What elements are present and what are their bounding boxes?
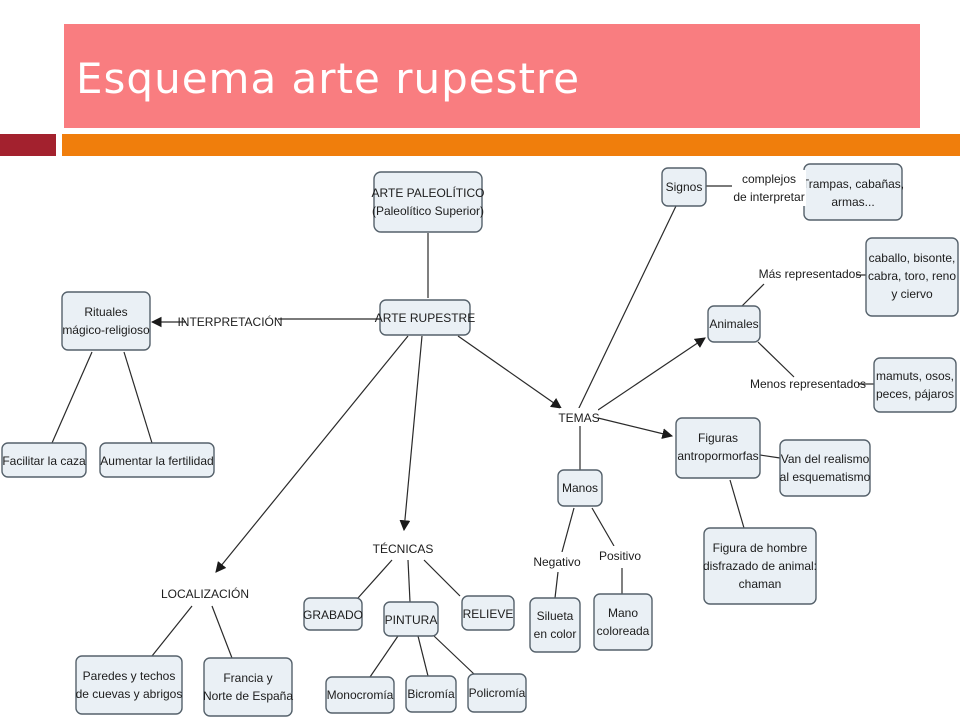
label-negativo: Negativo: [533, 555, 581, 569]
node-van-del: Van del realismo al esquematismo: [779, 439, 871, 497]
node-relieve: RELIEVE: [461, 595, 515, 631]
node-silueta-line2: en color: [534, 627, 577, 641]
node-paredes: Paredes y techos de cuevas y abrigos: [75, 655, 183, 715]
node-aumentar-fertilidad: Aumentar la fertilidad: [99, 442, 215, 478]
linking-phrases: INTERPRETACIÓN TEMAS TÉCNICAS LOCALIZACI…: [161, 170, 866, 604]
node-arte-paleolitico-line2: (Paleolítico Superior): [372, 204, 484, 218]
label-positivo: Positivo: [599, 549, 641, 563]
node-arte-paleolitico-line1: ARTE PALEOLÍTICO: [372, 185, 485, 200]
node-manos-label: Manos: [562, 481, 598, 495]
node-facilitar-caza-label: Facilitar la caza: [2, 454, 86, 468]
node-facilitar-caza: Facilitar la caza: [1, 442, 87, 478]
node-figura-hombre-line1: Figura de hombre: [713, 541, 808, 555]
node-caballo: caballo, bisonte, cabra, toro, reno y ci…: [865, 237, 959, 317]
node-figura-hombre-line2: disfrazado de animal:: [703, 559, 817, 573]
node-trampas: Trampas, cabañas, armas...: [802, 163, 904, 221]
node-figuras-line2: antropormorfas: [677, 449, 758, 463]
label-temas: TEMAS: [558, 411, 599, 425]
node-monocromia: Monocromía: [325, 676, 395, 714]
accent-bar-orange: [62, 134, 960, 156]
node-aumentar-fertilidad-label: Aumentar la fertilidad: [100, 454, 213, 468]
node-arte-paleolitico: ARTE PALEOLÍTICO (Paleolítico Superior): [372, 171, 485, 233]
node-francia-line1: Francia y: [223, 671, 272, 685]
node-arte-rupestre-label: ARTE RUPESTRE: [375, 311, 475, 325]
node-silueta: Silueta en color: [529, 597, 581, 653]
title-bar: Esquema arte rupestre: [64, 24, 920, 128]
label-interpretacion: INTERPRETACIÓN: [177, 314, 282, 329]
node-caballo-line2: cabra, toro, reno: [868, 269, 956, 283]
label-localizacion: LOCALIZACIÓN: [161, 586, 249, 601]
label-tecnicas: TÉCNICAS: [373, 541, 434, 556]
node-arte-rupestre: ARTE RUPESTRE: [375, 299, 475, 336]
node-francia-line2: Norte de España: [203, 689, 293, 703]
node-signos-label: Signos: [666, 180, 703, 194]
node-animales-label: Animales: [709, 317, 758, 331]
node-mamuts-line1: mamuts, osos,: [876, 369, 954, 383]
node-paredes-line1: Paredes y techos: [83, 669, 176, 683]
node-mano-coloreada-line2: coloreada: [597, 624, 650, 638]
node-policromia-label: Policromía: [469, 686, 526, 700]
node-figura-hombre: Figura de hombre disfrazado de animal: c…: [703, 527, 817, 605]
node-bicromia: Bicromía: [405, 675, 457, 713]
node-relieve-label: RELIEVE: [463, 607, 514, 621]
node-policromia: Policromía: [467, 673, 527, 713]
node-pintura: PINTURA: [383, 601, 439, 637]
label-menos-representados: Menos representados: [750, 377, 866, 391]
node-mano-coloreada-line1: Mano: [608, 606, 638, 620]
node-caballo-line3: y ciervo: [891, 287, 933, 301]
node-rituales-line1: Rituales: [84, 305, 127, 319]
node-rituales: Rituales mágico-religioso: [61, 291, 151, 351]
node-mamuts: mamuts, osos, peces, pájaros: [873, 357, 957, 413]
node-francia: Francia y Norte de España: [203, 657, 293, 717]
node-caballo-line1: caballo, bisonte,: [869, 251, 956, 265]
label-complejos-line1: complejos: [742, 172, 796, 186]
node-figuras: Figuras antropormorfas: [675, 417, 761, 479]
node-figura-hombre-line3: chaman: [739, 577, 782, 591]
node-manos: Manos: [557, 469, 603, 507]
label-mas-representados: Más representados: [759, 267, 862, 281]
slide-title: Esquema arte rupestre: [76, 54, 581, 103]
node-signos: Signos: [661, 167, 707, 207]
node-pintura-label: PINTURA: [385, 613, 438, 627]
node-monocromia-label: Monocromía: [327, 688, 394, 702]
node-van-del-line1: Van del realismo: [781, 452, 870, 466]
node-trampas-line1: Trampas, cabañas,: [802, 177, 904, 191]
node-paredes-line2: de cuevas y abrigos: [76, 687, 183, 701]
node-mamuts-line2: peces, pájaros: [876, 387, 954, 401]
accent-bar-dark: [0, 134, 56, 156]
node-bicromia-label: Bicromía: [407, 687, 455, 701]
label-complejos-line2: de interpretar: [733, 190, 804, 204]
node-silueta-line1: Silueta: [537, 609, 574, 623]
node-rituales-line2: mágico-religioso: [62, 323, 150, 337]
node-van-del-line2: al esquematismo: [780, 470, 871, 484]
node-grabado: GRABADO: [303, 597, 363, 631]
node-grabado-label: GRABADO: [303, 608, 363, 622]
concept-map: ARTE PALEOLÍTICO (Paleolítico Superior) …: [1, 163, 959, 717]
node-animales: Animales: [707, 305, 761, 343]
node-figuras-line1: Figuras: [698, 431, 738, 445]
node-mano-coloreada: Mano coloreada: [593, 593, 653, 651]
connections: [51, 185, 874, 678]
node-trampas-line2: armas...: [831, 195, 874, 209]
